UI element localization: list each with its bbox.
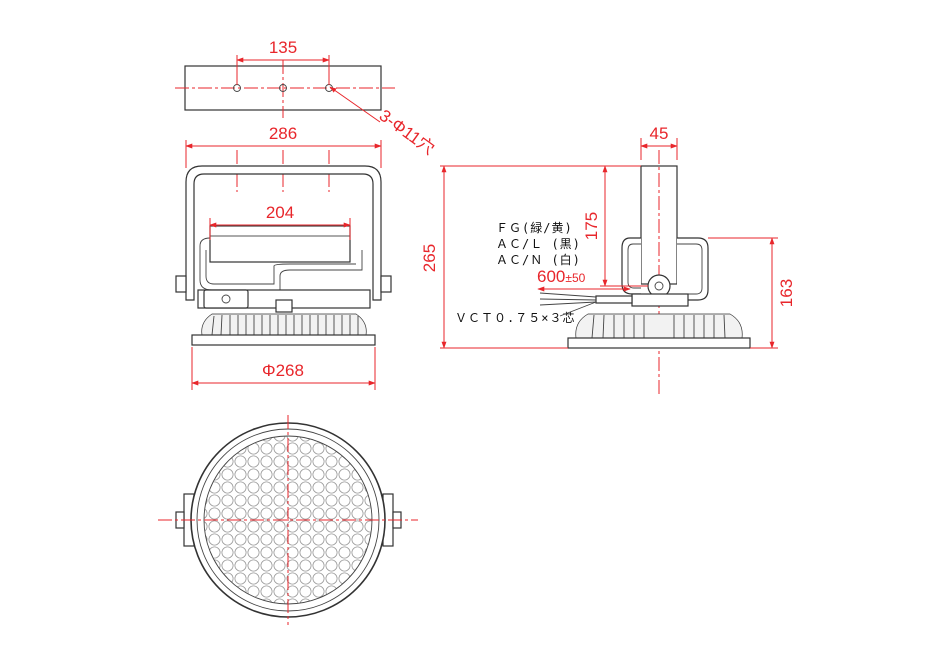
cable-tolerance-label: ±50: [565, 271, 585, 285]
handle-inner-right: [677, 243, 703, 295]
pivot-height-label: 175: [582, 212, 601, 240]
wire-label-fg: ＦＧ(緑/黄): [496, 220, 573, 235]
side-view: 45 ＦＧ(緑/黄) ＡＣ/Ｌ (黒) ＡＣ/Ｎ (白) 600±50 ＶＣＴ０…: [420, 124, 796, 395]
hole-callout-label: 3-Φ11穴: [376, 106, 438, 159]
cable-length-value: 600±50: [537, 267, 586, 286]
side-handle-right: [677, 237, 709, 301]
internal-wiring: [205, 250, 356, 285]
power-cable: [595, 295, 633, 304]
front-view: 286 204: [175, 124, 392, 390]
junction-box: [203, 289, 249, 309]
handle-inner-left: [627, 243, 641, 289]
bracket-width-label: 204: [266, 203, 294, 222]
top-view-mounting-bar: 135 3-Φ11穴: [175, 38, 438, 158]
pivot-bolt: [654, 281, 664, 291]
bracket-depth-label: 45: [650, 124, 669, 143]
hole-callout-leader: [329, 86, 381, 123]
bottom-view-lens: [158, 415, 418, 625]
side-heat-sink: [575, 313, 743, 339]
side-heat-sink-fins: [591, 314, 726, 339]
driver-box: [209, 225, 351, 263]
cable-clamp: [275, 299, 293, 313]
cable-length-label: 600: [537, 267, 565, 286]
housing-top: [631, 293, 689, 307]
side-handle-left: [621, 237, 641, 295]
diameter-label: Φ268: [262, 361, 304, 380]
lens-ring: [191, 334, 376, 346]
body-height-label: 163: [777, 279, 796, 307]
pivot-bolt-left: [175, 275, 187, 293]
cable-wires: [539, 292, 597, 306]
heat-sink: [201, 313, 367, 336]
total-height-label: 265: [420, 244, 439, 272]
mounting-hole: [279, 84, 287, 92]
side-lens-ring: [567, 337, 751, 349]
pivot-bolt-right: [380, 275, 392, 293]
cable-type-label: ＶＣＴ０.７５×３芯: [455, 311, 575, 325]
cable-gland: [221, 294, 231, 304]
overall-width-label: 286: [269, 124, 297, 143]
hole-spacing-label: 135: [269, 38, 297, 57]
cable-type-leader: [559, 301, 597, 317]
internal-wiring: [199, 237, 363, 291]
wire-label-acl: ＡＣ/Ｌ (黒): [496, 237, 581, 251]
wire-label-acn: ＡＣ/Ｎ (白): [496, 252, 581, 267]
u-bracket: [185, 165, 382, 301]
heat-sink-fins: [211, 314, 359, 336]
